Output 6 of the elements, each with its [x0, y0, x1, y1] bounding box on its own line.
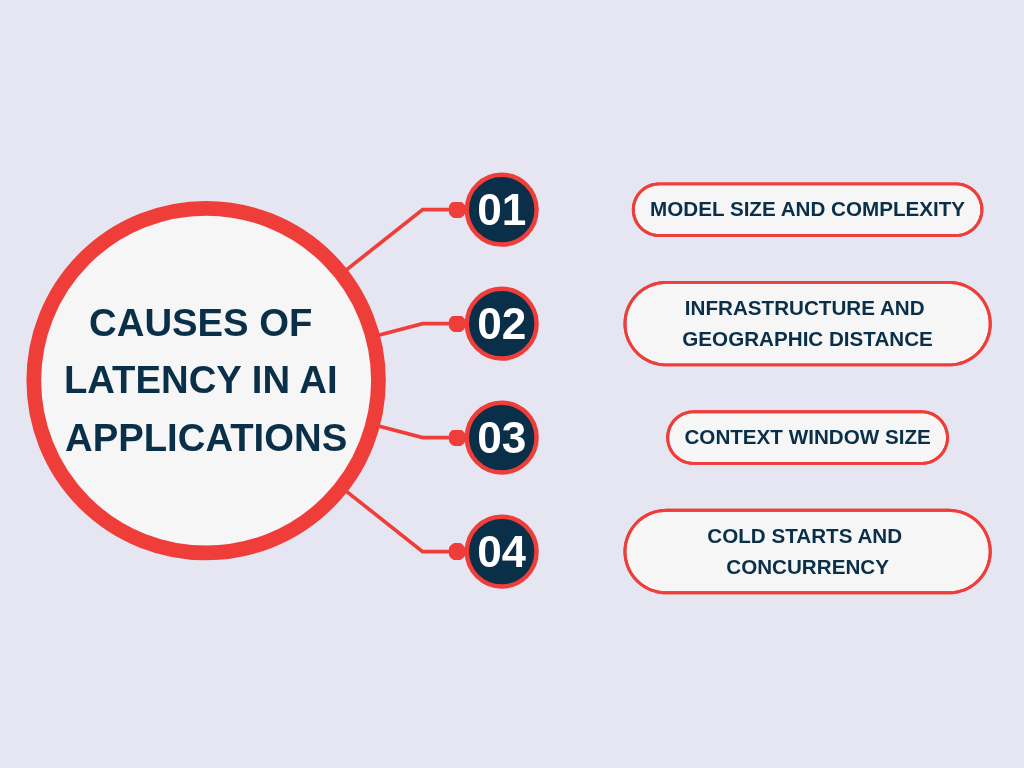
node-circle [464, 286, 539, 361]
node-circle [464, 514, 539, 589]
diagram: CAUSES OF LATENCY IN AI APPLICATIONS 01 MODEL SIZE AND COMPLEXITY 02 INFRASTRUCTURE AND GEOGRAPHIC DISTANCE 03 CONTEXT WINDOW SIZE 04 COLD STARTS AND CONCURRENCY [22, 163, 1002, 605]
node-circle [464, 400, 539, 475]
node-circle [26, 201, 386, 561]
node-circle [464, 172, 539, 247]
